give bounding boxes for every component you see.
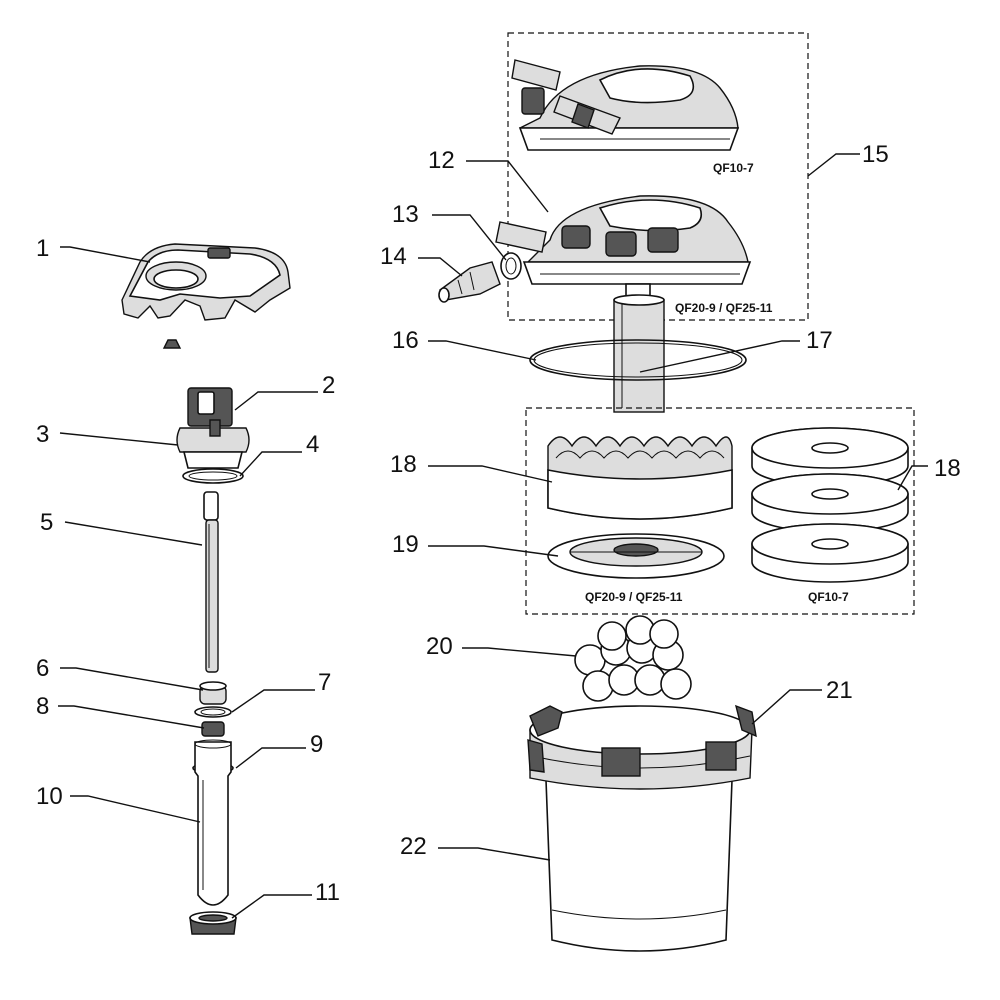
part-1-housing-cap	[121, 243, 291, 349]
callout-20: 20	[426, 633, 453, 660]
part-17-center-tube	[613, 294, 665, 413]
callout-10: 10	[36, 783, 63, 810]
part-9-10-quartz-sleeve	[192, 739, 234, 906]
part-5-uv-lamp	[203, 491, 219, 673]
callout-1: 1	[36, 235, 49, 262]
callout-18-left: 18	[390, 451, 417, 478]
callout-13: 13	[392, 201, 419, 228]
callout-3: 3	[36, 421, 49, 448]
lid-small-variant-label: QF10-7	[713, 161, 754, 175]
part-21-rim-clips	[527, 704, 757, 790]
part-20-bio-balls	[574, 615, 692, 702]
callout-18-right: 18	[934, 455, 961, 482]
part-14-hose-tail	[438, 261, 501, 303]
callout-19: 19	[392, 531, 419, 558]
part-4-o-ring	[182, 468, 244, 484]
part-18-wavy-sponge	[547, 436, 733, 520]
callout-11: 11	[315, 879, 340, 906]
lid-variants-box	[507, 32, 809, 321]
callout-numbers: 1 2 3 4 5 6 7 8 9 10 11 12 13 14 15 16 1…	[36, 141, 961, 906]
part-6-connector	[199, 681, 227, 705]
part-18-foam-pads: QF10-7	[751, 427, 909, 604]
lid-large-variant-label: QF20-9 / QF25-11	[675, 301, 773, 315]
callout-4: 4	[306, 431, 319, 458]
part-2-3-uv-head	[176, 387, 250, 469]
callout-6: 6	[36, 655, 49, 682]
callout-2: 2	[322, 372, 335, 399]
media-variants-box	[525, 407, 915, 615]
callout-21: 21	[826, 677, 853, 704]
media-large-variant-label: QF20-9 / QF25-11	[585, 590, 683, 604]
part-19-support-plate: QF20-9 / QF25-11	[547, 533, 725, 604]
part-22-canister	[545, 779, 733, 952]
callout-15: 15	[862, 141, 889, 168]
callout-16: 16	[392, 327, 419, 354]
callout-17: 17	[806, 327, 833, 354]
callout-7: 7	[318, 669, 331, 696]
callout-8: 8	[36, 693, 49, 720]
lid-qf20-9-qf25-11: QF20-9 / QF25-11	[495, 195, 773, 315]
lid-qf10-7: QF10-7	[511, 59, 754, 175]
callout-9: 9	[310, 731, 323, 758]
media-small-variant-label: QF10-7	[808, 590, 849, 604]
part-11-end-cap	[189, 911, 237, 935]
callout-22: 22	[400, 833, 427, 860]
callout-14: 14	[380, 243, 407, 270]
part-8-nut	[201, 721, 225, 737]
callout-5: 5	[40, 509, 53, 536]
callout-12: 12	[428, 147, 455, 174]
leader-lines	[58, 153, 928, 919]
part-7-ring	[194, 706, 232, 718]
